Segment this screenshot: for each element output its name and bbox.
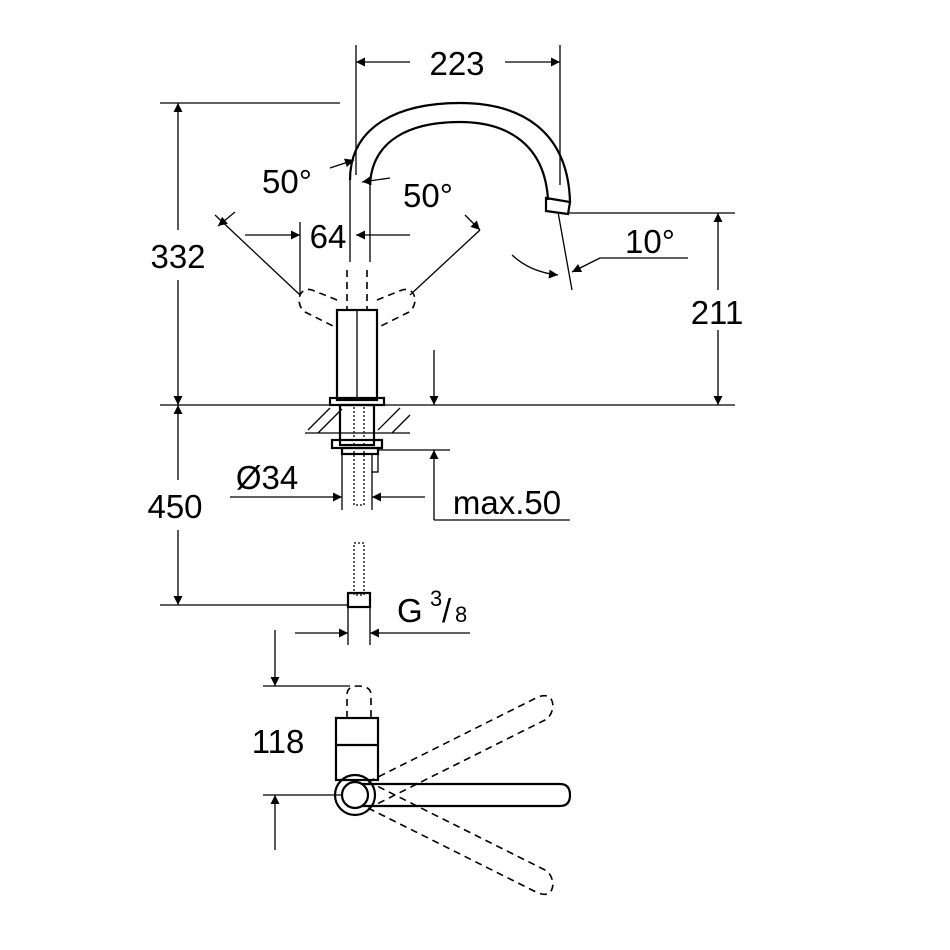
label-64: 64	[310, 218, 347, 255]
label-g-denominator: 8	[455, 602, 467, 627]
label-450: 450	[147, 488, 202, 525]
dimension-spout-reach: 223	[355, 45, 561, 185]
label-g-slash: /	[442, 592, 452, 629]
dimension-hole-diameter: Ø34	[230, 455, 425, 510]
lever-positions-side: 50° 50°	[214, 158, 481, 329]
label-118: 118	[252, 723, 305, 760]
faucet-body	[328, 308, 386, 407]
dimension-total-height: 332	[150, 102, 340, 405]
dimension-max-thickness: max.50	[378, 449, 570, 521]
dimension-lever-offset: 64	[245, 218, 410, 295]
label-g-numerator: 3	[430, 586, 442, 611]
dimension-outlet-height: 211	[568, 212, 744, 405]
label-50-right: 50°	[403, 177, 453, 214]
countertop	[160, 350, 735, 473]
dimension-top-depth: 118	[252, 630, 350, 850]
supply-hose	[346, 404, 372, 645]
top-view	[333, 685, 572, 896]
label-10deg: 10°	[625, 223, 675, 260]
label-332: 332	[150, 238, 205, 275]
label-211: 211	[691, 294, 744, 331]
label-223: 223	[429, 45, 484, 82]
dimension-hose-length: 450	[147, 405, 348, 606]
label-max-50: max.50	[453, 484, 561, 521]
label-50-left: 50°	[262, 163, 312, 200]
label-g: G	[397, 592, 423, 629]
dimension-spout-angle: 10°	[511, 211, 688, 291]
dimension-connection-thread: G 3 / 8	[295, 586, 470, 638]
label-diameter-34: Ø34	[236, 459, 298, 496]
faucet-spout	[346, 101, 572, 310]
